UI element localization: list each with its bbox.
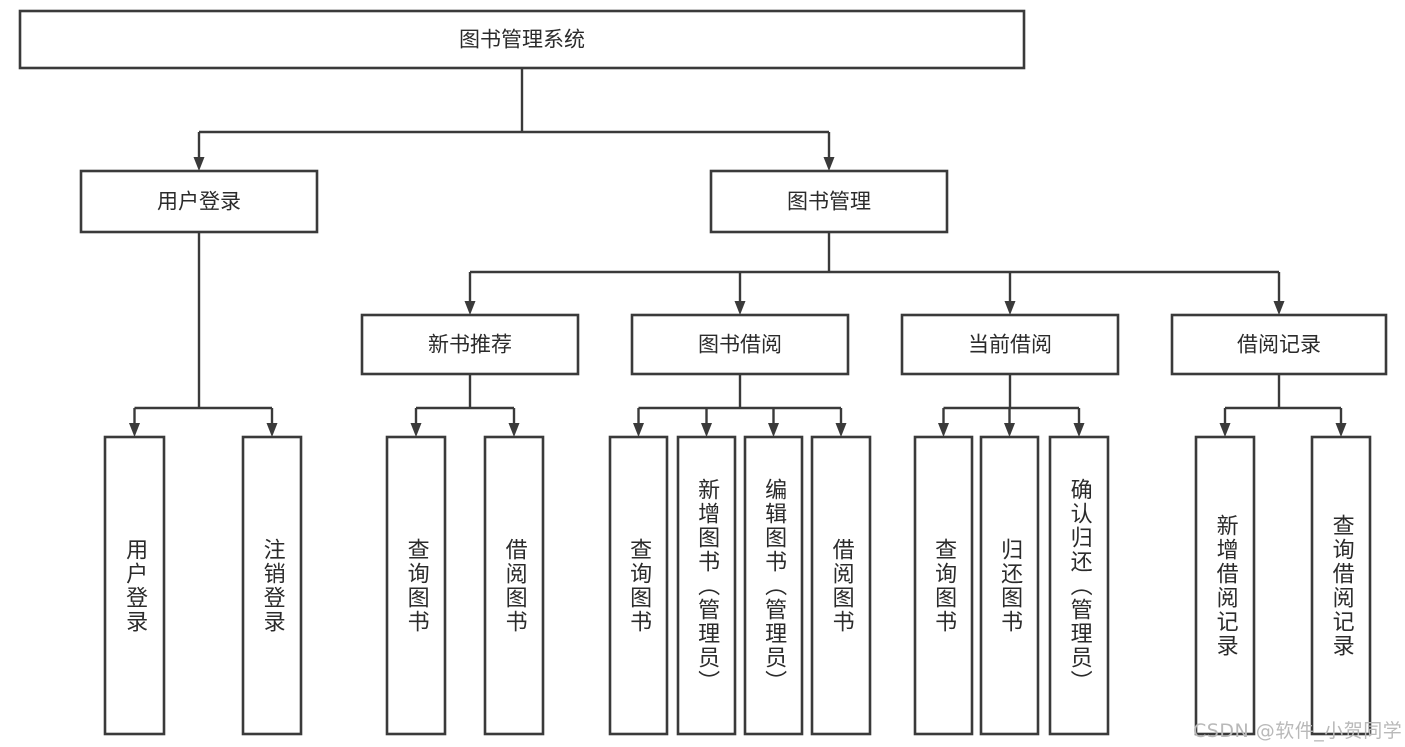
arrow-head-icon <box>701 423 712 437</box>
node-label-root: 图书管理系统 <box>459 28 585 52</box>
arrow-head-icon <box>508 423 520 437</box>
node-box-new-book-recommend[interactable] <box>360 313 580 376</box>
node-label-book-borrow: 图书借阅 <box>698 333 782 357</box>
node-label-book-manage: 图书管理 <box>787 190 871 214</box>
node-box-leaf-add-borrow-record[interactable] <box>1194 435 1256 736</box>
node-box-leaf-borrow-book[interactable] <box>810 435 872 736</box>
arrow-head-icon <box>129 423 140 437</box>
node-label-user-login: 用户登录 <box>157 190 241 214</box>
node-box-leaf-query-book-borrow[interactable] <box>608 435 669 736</box>
node-box-leaf-confirm-return-admin[interactable] <box>1048 435 1110 736</box>
arrow-head-icon <box>734 301 746 315</box>
arrow-head-icon <box>633 423 644 437</box>
connector-lines <box>129 68 1347 437</box>
arrow-head-icon <box>768 423 779 437</box>
arrow-head-icon <box>1073 423 1085 437</box>
node-boxes <box>18 9 1388 736</box>
node-box-leaf-query-book-recommend[interactable] <box>385 435 447 736</box>
arrow-head-icon <box>1335 423 1347 437</box>
arrow-head-icon <box>193 157 205 171</box>
node-label-borrow-record: 借阅记录 <box>1237 333 1321 357</box>
arrow-head-icon <box>266 423 278 437</box>
node-box-leaf-query-book-current[interactable] <box>913 435 974 736</box>
arrow-head-icon <box>1273 301 1285 315</box>
node-box-leaf-return-book[interactable] <box>979 435 1040 736</box>
node-box-leaf-user-logout[interactable] <box>241 435 303 736</box>
arrow-head-icon <box>410 423 422 437</box>
arrow-head-icon <box>1004 301 1016 315</box>
node-box-leaf-edit-book-admin[interactable] <box>743 435 804 736</box>
node-box-leaf-borrow-book-recommend[interactable] <box>483 435 545 736</box>
node-box-book-manage[interactable] <box>709 169 949 234</box>
node-box-book-borrow[interactable] <box>630 313 850 376</box>
node-label-new-book-recommend: 新书推荐 <box>428 333 512 357</box>
arrow-head-icon <box>1219 423 1231 437</box>
node-box-leaf-add-book-admin[interactable] <box>676 435 737 736</box>
arrow-head-icon <box>1004 423 1015 437</box>
node-label-current-borrow: 当前借阅 <box>968 333 1052 357</box>
node-box-current-borrow[interactable] <box>900 313 1120 376</box>
node-box-user-login[interactable] <box>79 169 319 234</box>
node-box-root[interactable] <box>18 9 1026 70</box>
node-box-leaf-user-login[interactable] <box>103 435 166 736</box>
watermark-text: CSDN @软件_小贺同学 <box>1193 720 1403 742</box>
node-box-borrow-record[interactable] <box>1170 313 1388 376</box>
arrow-head-icon <box>835 423 847 437</box>
arrow-head-icon <box>938 423 949 437</box>
node-box-leaf-query-borrow-record[interactable] <box>1310 435 1372 736</box>
arrow-head-icon <box>464 301 476 315</box>
arrow-head-icon <box>823 157 835 171</box>
